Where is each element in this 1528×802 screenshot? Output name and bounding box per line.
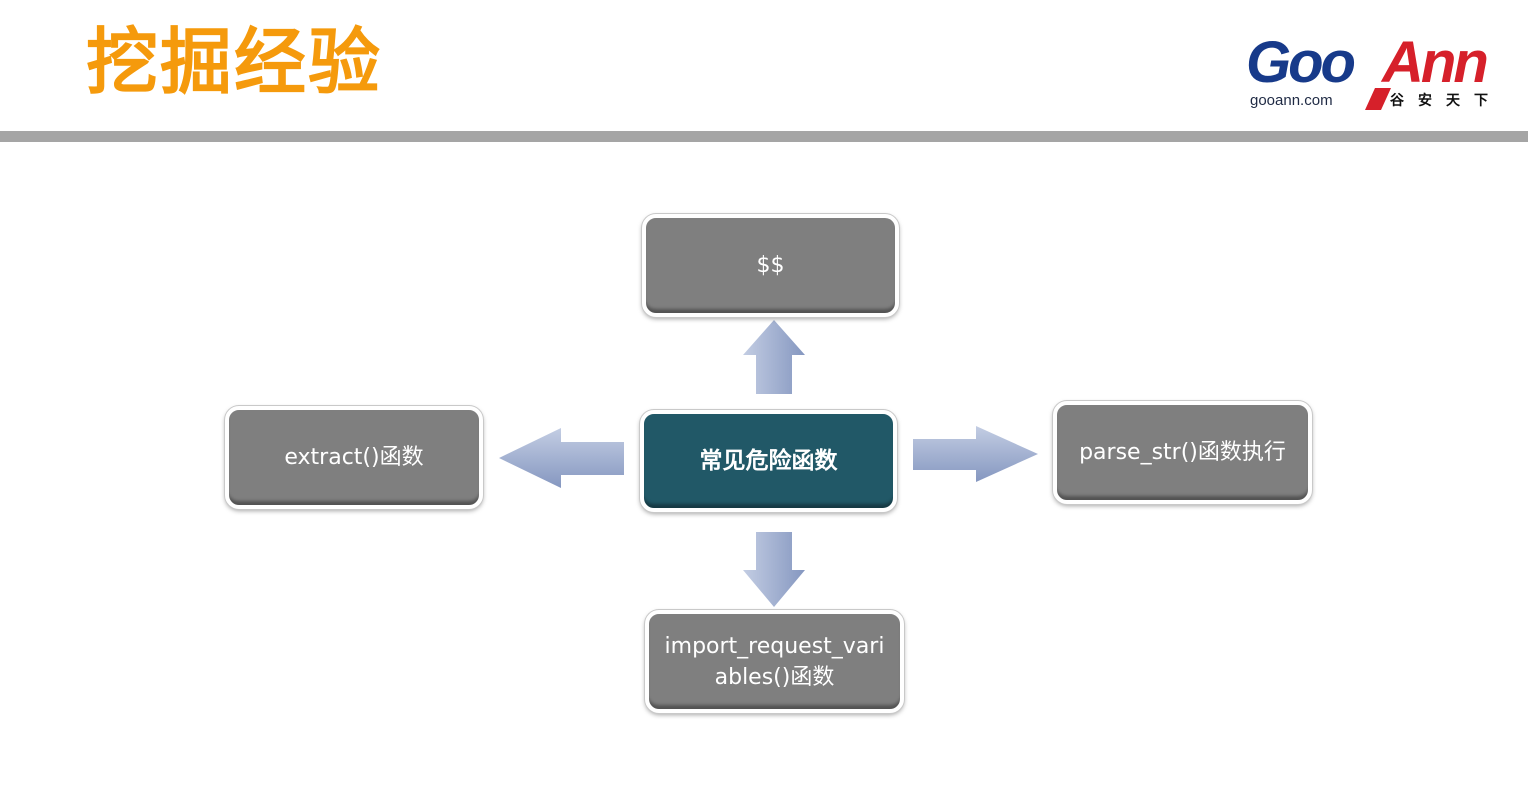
right-node-label: parse_str()函数执行 (1079, 440, 1286, 465)
bottom-node-box: import_request_vari ables()函数 (645, 610, 904, 713)
center-node-label: 常见危险函数 (699, 447, 838, 474)
top-node-box: $$ (642, 214, 899, 317)
logo-chinese-name: 谷安天下 (1390, 93, 1502, 109)
logo-wedge-icon (1365, 88, 1391, 110)
center-node-box: 常见危险函数 (640, 410, 897, 512)
left-node-box: extract()函数 (225, 406, 483, 509)
arrow-right-icon (913, 426, 1038, 482)
bottom-node-label-line1: import_request_vari (664, 633, 885, 659)
bottom-node-label-line2: ables()函数 (714, 664, 835, 690)
logo-wordmark-ann: Ann (1382, 30, 1489, 95)
left-node-label: extract()函数 (284, 445, 424, 470)
top-node-label: $$ (756, 253, 785, 278)
logo-domain: gooann.com (1250, 92, 1333, 109)
arrow-down-icon (743, 532, 805, 607)
gooann-logo: Goo Ann gooann.com 谷安天下 (1240, 30, 1510, 116)
arrow-up-icon (743, 320, 805, 394)
header-divider (0, 131, 1528, 142)
right-node-box: parse_str()函数执行 (1053, 401, 1312, 504)
logo-wordmark-goo: Goo (1246, 30, 1356, 95)
page-title: 挖掘经验 (86, 20, 383, 104)
arrow-left-icon (499, 428, 624, 488)
